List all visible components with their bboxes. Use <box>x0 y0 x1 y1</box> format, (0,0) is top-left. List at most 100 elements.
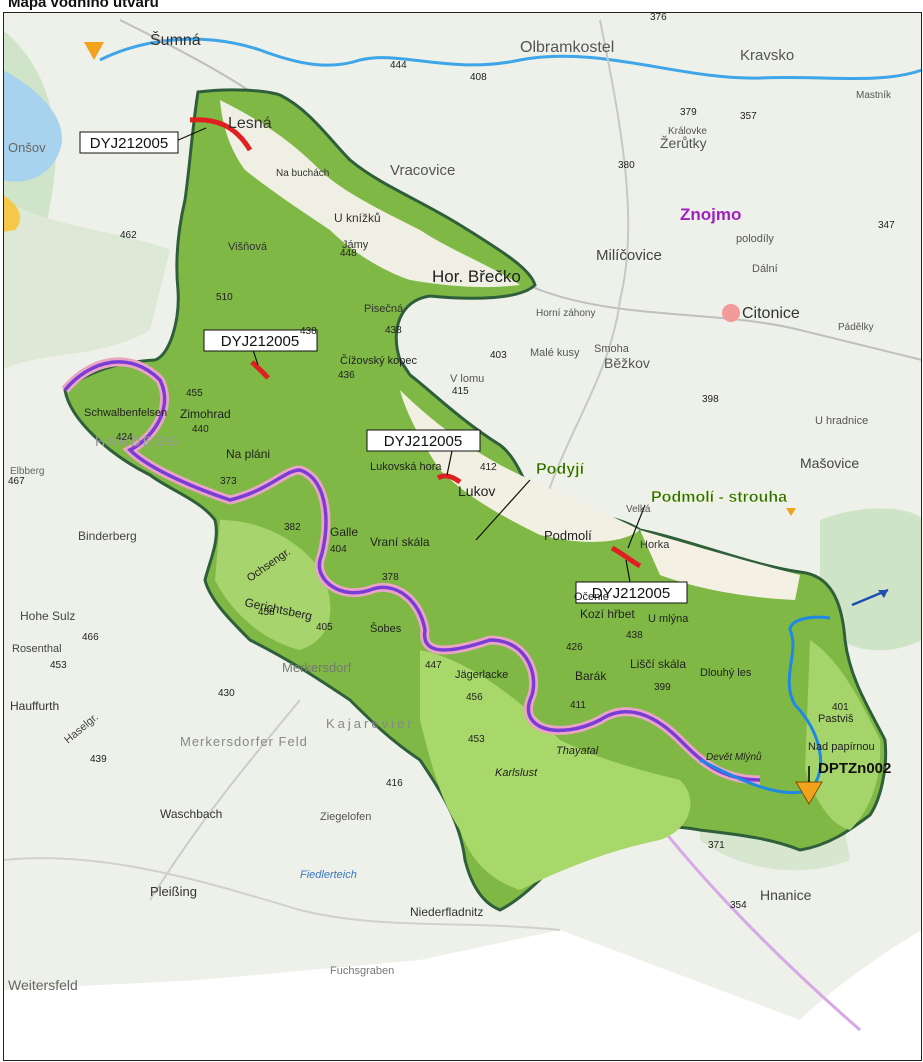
leader-line-1 <box>175 127 207 142</box>
place-bezkov: Běžkov <box>604 355 650 371</box>
water-body-polygon[interactable] <box>63 88 888 912</box>
water-body-id-label-4[interactable]: DYJ212005 <box>575 581 688 604</box>
place-elbberg: Elbberg <box>10 466 44 477</box>
elevation-13: 458 <box>258 607 275 618</box>
label-text-1: DYJ212005 <box>90 135 168 152</box>
river-thaya[interactable] <box>63 360 761 782</box>
elevation-27: 379 <box>680 107 697 118</box>
place-masovice: Mašovice <box>800 455 859 471</box>
segment-highlight-3[interactable] <box>436 473 462 485</box>
village-strip-north <box>220 100 520 288</box>
place-galle: Galle <box>330 525 358 539</box>
leader-line-4 <box>625 559 631 583</box>
segment-highlight-2[interactable] <box>250 360 270 380</box>
place-lukov: Lukov <box>458 483 495 499</box>
label-box-4 <box>575 581 688 604</box>
label-box-2 <box>203 329 318 352</box>
elevation-32: 466 <box>82 632 99 643</box>
place-ziegelofen: Ziegelofen <box>320 811 371 823</box>
elevation-38: 354 <box>730 900 747 911</box>
place-padelky: Pádělky <box>838 322 874 333</box>
leader-line-3 <box>446 450 453 476</box>
water-body-id-label-3[interactable]: DYJ212005 <box>366 429 481 452</box>
municipality-label: Znojmo <box>680 205 741 224</box>
place-citonice: Citonice <box>742 305 800 322</box>
road-4 <box>2 857 561 931</box>
place-hardegg: HARDEGG <box>95 433 180 449</box>
label-text-3: DYJ212005 <box>384 433 462 450</box>
place-v-lomu: V lomu <box>450 373 484 385</box>
place-zimohrad: Zimohrad <box>180 407 231 421</box>
segment-highlight-1[interactable] <box>189 117 253 152</box>
elevation-39: 462 <box>120 230 137 241</box>
place-podmoli: Podmolí <box>544 528 592 543</box>
place-kozi-hrbet: Kozí hřbet <box>580 607 635 621</box>
river-blue-stream[interactable] <box>699 615 831 795</box>
place-olbramkostel: Olbramkostel <box>520 39 614 56</box>
place-thayatal: Thayatal <box>556 745 599 757</box>
place-name-group: Šumná Olbramkostel Kravsko Lesná Onšov V… <box>8 30 892 993</box>
place-fiedlerteich: Fiedlerteich <box>300 869 357 881</box>
place-sobes: Šobes <box>370 622 402 635</box>
place-jamy: Jámy <box>342 239 369 251</box>
label-text-2: DYJ212005 <box>221 333 299 350</box>
place-kajarevier: Kajarevier <box>326 716 415 731</box>
elevation-18: 411 <box>570 700 586 711</box>
place-vracovice: Vracovice <box>390 162 455 179</box>
place-fuchsgraben: Fuchsgraben <box>330 965 394 977</box>
village-strip-lukov <box>400 390 640 542</box>
place-mastnik: Mastník <box>856 90 892 101</box>
place-karlslust: Karlslust <box>495 767 538 779</box>
leader-line-2 <box>252 349 259 366</box>
elevation-37: 371 <box>708 840 725 851</box>
place-pisecna: Pisečná <box>364 303 404 315</box>
village-strip-podmoli <box>640 530 800 600</box>
elevation-42: 438 <box>300 326 317 337</box>
flow-arrow-head <box>878 590 888 598</box>
elevation-9: 382 <box>284 522 301 533</box>
place-milicovice: Milíčovice <box>596 247 662 264</box>
place-niederfladnitz: Niederfladnitz <box>410 905 483 919</box>
place-deveti-mlynu: Devět Mlýnů <box>706 751 762 763</box>
place-u-knizku: U knížků <box>334 211 381 225</box>
forest-area-east <box>820 508 922 651</box>
water-body-name-podmoli: Podmolí - strouha <box>651 489 787 506</box>
place-horni-zahony: Horní záhony <box>536 308 595 319</box>
place-hauffurth: Hauffurth <box>10 699 59 713</box>
place-jagerlacke: Jägerlacke <box>455 669 508 681</box>
elevation-34: 430 <box>218 688 235 699</box>
elevation-17: 426 <box>566 642 583 653</box>
elevation-15: 456 <box>466 692 483 703</box>
forest-area-west-2 <box>3 200 170 370</box>
place-pleissing: Pleißing <box>150 884 197 899</box>
elevation-25: 408 <box>470 72 487 83</box>
place-ocenie: Očenie <box>574 591 609 603</box>
elevation-29: 380 <box>618 160 635 171</box>
place-merkersdorfer-feld: Merkersdorfer Feld <box>180 734 308 749</box>
place-rosenthal: Rosenthal <box>12 643 62 655</box>
segment-highlight-4[interactable] <box>610 545 642 569</box>
water-body-id-label-2[interactable]: DYJ212005 <box>203 329 318 352</box>
place-kravsko: Kravsko <box>740 47 794 64</box>
water-body-id-label-1[interactable]: DYJ212005 <box>79 131 179 154</box>
elevation-14: 447 <box>425 660 442 671</box>
place-schwalbenfelsen: Schwalbenfelsen <box>84 407 167 419</box>
city-marker-citonice <box>722 304 740 322</box>
elevation-33: 453 <box>50 660 67 671</box>
label-box-3 <box>366 429 481 452</box>
elevation-12: 405 <box>316 622 333 633</box>
place-dlouhy-les: Dlouhý les <box>700 667 752 679</box>
marker-west <box>3 195 21 232</box>
elevation-group: 444 448 438 436 455 440 424 373 382 404 … <box>8 12 895 911</box>
place-sumna: Šumná <box>150 30 201 49</box>
place-male-kusy: Malé kusy <box>530 347 580 359</box>
road-3 <box>149 699 301 901</box>
place-barak: Barák <box>575 669 607 683</box>
elevation-6: 440 <box>192 424 209 435</box>
road-2 <box>539 19 630 521</box>
place-kralovke: Královke <box>668 126 707 137</box>
elevation-22: 412 <box>480 462 497 473</box>
place-hor-brecko: Hor. Břečko <box>432 267 521 286</box>
